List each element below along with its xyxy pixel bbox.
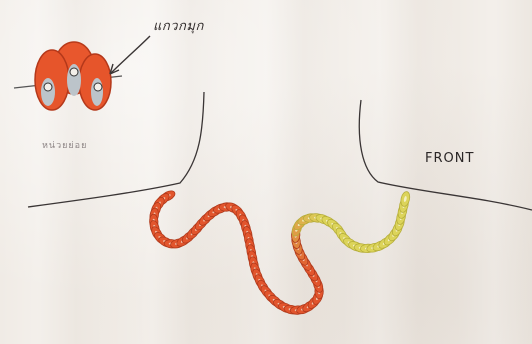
bead-hole-left (44, 83, 52, 91)
annotation-arrow (110, 36, 150, 74)
bead-unit-annotation: แกวกมุก (153, 20, 204, 33)
necklace-guide (154, 196, 406, 310)
bead-unit-caption: หน่วยย่อย (42, 142, 87, 151)
bead-unit-detail (14, 36, 150, 110)
bead-core-right (91, 78, 103, 106)
bead-core-left (41, 78, 55, 106)
front-label: FRONT (425, 152, 474, 165)
bead-hole-right (94, 83, 102, 91)
necklace-strand (149, 189, 412, 316)
bead-hole-mid (70, 68, 78, 76)
